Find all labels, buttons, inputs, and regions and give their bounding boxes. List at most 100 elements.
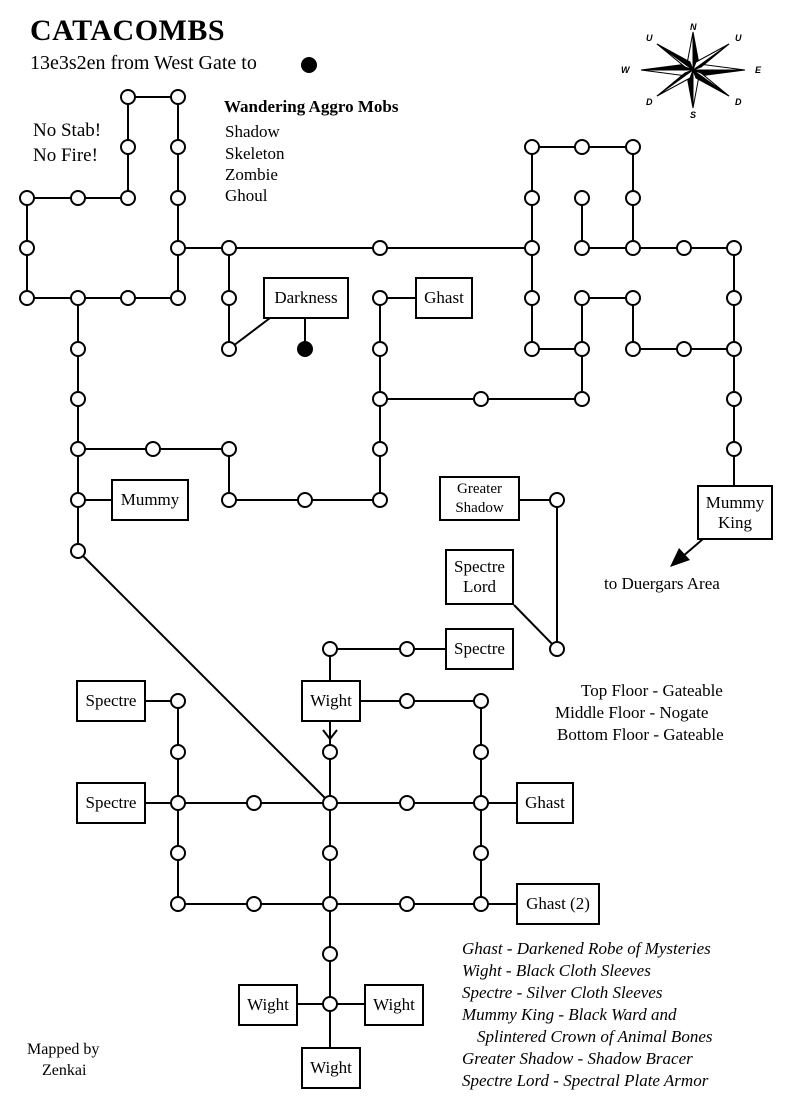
room-node (70, 391, 86, 407)
room-wight-bottom: Wight (301, 1047, 361, 1089)
room-node (524, 190, 540, 206)
room-node (297, 492, 313, 508)
room-node (399, 693, 415, 709)
room-node (170, 190, 186, 206)
room-node (726, 341, 742, 357)
corridor-line (77, 550, 331, 804)
room-node (574, 240, 590, 256)
room-node (625, 139, 641, 155)
room-node (170, 290, 186, 306)
compass-se-label: D (735, 97, 742, 107)
room-node (70, 492, 86, 508)
room-node (322, 641, 338, 657)
room-node (473, 744, 489, 760)
room-node (120, 89, 136, 105)
room-node (221, 290, 237, 306)
room-node (473, 391, 489, 407)
room-node (322, 896, 338, 912)
room-node (70, 190, 86, 206)
room-wight-left: Wight (238, 984, 298, 1026)
room-node (70, 341, 86, 357)
room-node (145, 441, 161, 457)
room-spectre-left-a: Spectre (76, 680, 146, 722)
credit-author: Zenkai (42, 1062, 87, 1079)
room-node (574, 190, 590, 206)
room-node (221, 240, 237, 256)
room-node (322, 845, 338, 861)
room-node (726, 240, 742, 256)
map-rooms (19, 89, 742, 1012)
mob-item: Skeleton (225, 144, 285, 163)
room-node (549, 492, 565, 508)
room-node (170, 845, 186, 861)
room-node (726, 441, 742, 457)
room-node (574, 139, 590, 155)
wandering-mobs-heading: Wandering Aggro Mobs (224, 97, 399, 116)
room-node (221, 492, 237, 508)
room-node (726, 290, 742, 306)
room-greater-shadow: Greater Shadow (439, 476, 520, 521)
room-node (246, 795, 262, 811)
room-node (120, 190, 136, 206)
room-mummy: Mummy (111, 479, 189, 521)
compass-s-label: S (690, 110, 696, 120)
loot-entry: Greater Shadow - Shadow Bracer (462, 1049, 693, 1068)
room-node (524, 290, 540, 306)
room-node (676, 240, 692, 256)
room-ghast-upper: Ghast (415, 277, 473, 319)
room-node (473, 795, 489, 811)
compass-n-label: N (690, 22, 697, 32)
loot-entry: Splintered Crown of Animal Bones (477, 1027, 713, 1046)
room-node (524, 240, 540, 256)
room-node (322, 996, 338, 1012)
loot-entry: Spectre Lord - Spectral Plate Armor (462, 1071, 709, 1090)
compass-ne-label: U (735, 33, 742, 43)
room-node (676, 341, 692, 357)
room-node (574, 290, 590, 306)
room-node (170, 89, 186, 105)
room-spectre-left-b: Spectre (76, 782, 146, 824)
compass-rose-icon: N S E W U U D D (621, 22, 762, 120)
floor-info: Top Floor - Gateable (581, 681, 723, 700)
room-node (70, 441, 86, 457)
mob-item: Shadow (225, 122, 280, 141)
down-chevron-icon (322, 729, 338, 741)
room-node (19, 190, 35, 206)
room-ghast-two: Ghast (2) (516, 883, 600, 925)
room-node (473, 845, 489, 861)
room-node (473, 693, 489, 709)
room-node (399, 641, 415, 657)
room-node (70, 543, 86, 559)
room-node (19, 240, 35, 256)
room-node (170, 795, 186, 811)
room-node (625, 190, 641, 206)
room-node (625, 290, 641, 306)
compass-nw-label: U (646, 33, 653, 43)
credit-line: Mapped by (27, 1041, 100, 1058)
room-node (574, 341, 590, 357)
room-node (372, 240, 388, 256)
loot-entry: Ghast - Darkened Robe of Mysteries (462, 939, 711, 958)
room-node (322, 744, 338, 760)
room-node (322, 946, 338, 962)
floor-info: Middle Floor - Nogate (555, 703, 709, 722)
room-node (625, 240, 641, 256)
room-node (726, 391, 742, 407)
room-node (221, 441, 237, 457)
room-node (372, 290, 388, 306)
room-node (170, 693, 186, 709)
room-node (574, 391, 590, 407)
room-darkness: Darkness (263, 277, 349, 319)
mob-item: Zombie (225, 165, 278, 184)
room-spectre-mid: Spectre (445, 628, 514, 670)
room-node (524, 139, 540, 155)
corridor-line (228, 317, 271, 350)
compass-sw-label: D (646, 97, 653, 107)
route-directions: 13e3s2en from West Gate to (30, 52, 257, 74)
room-node (524, 341, 540, 357)
loot-entry: Mummy King - Black Ward and (462, 1005, 677, 1024)
mob-item: Ghoul (225, 186, 268, 205)
loot-entry: Wight - Black Cloth Sleeves (462, 961, 651, 980)
warning-no-fire: No Fire! (33, 145, 98, 166)
room-node (170, 744, 186, 760)
